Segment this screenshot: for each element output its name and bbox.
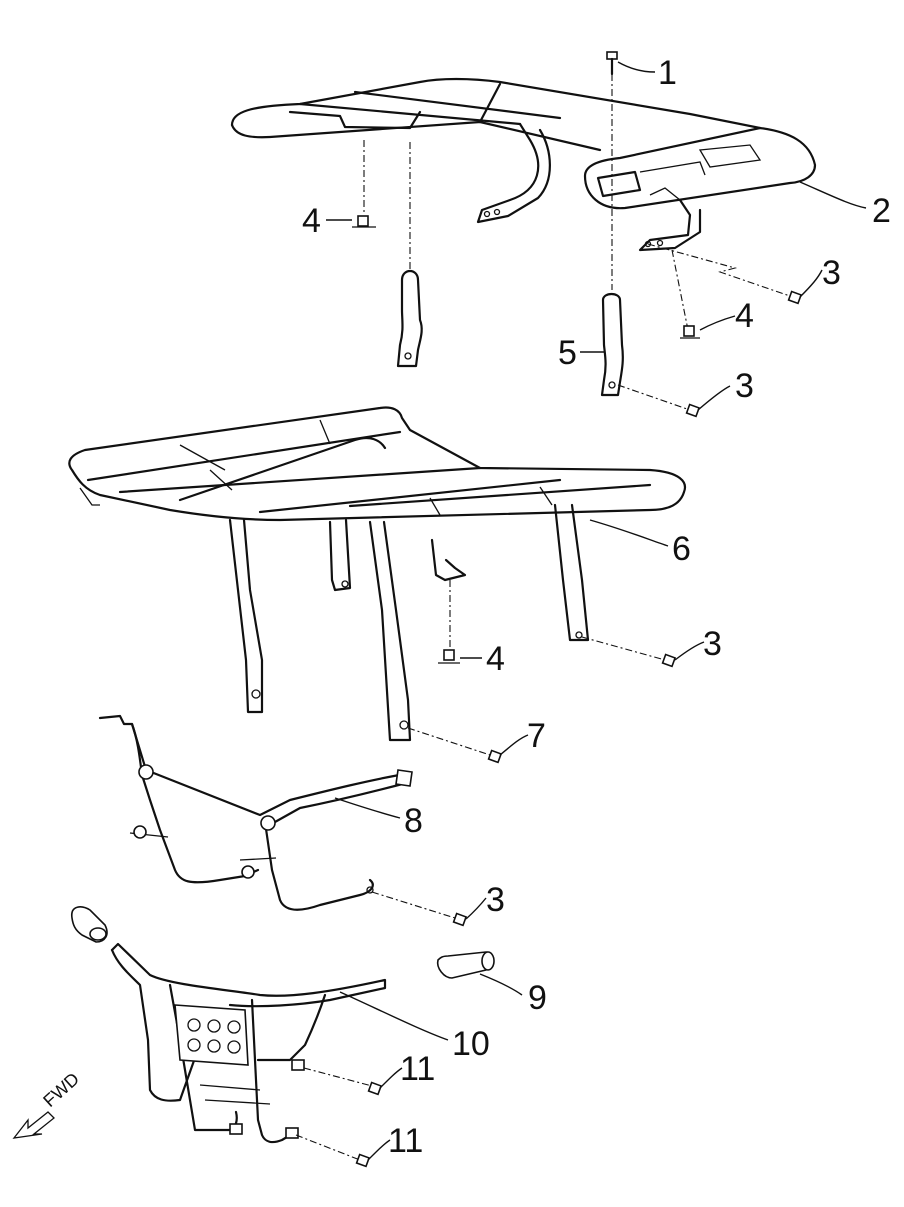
fastener-11-a — [367, 1081, 383, 1096]
callout-3-d: 3 — [486, 881, 505, 919]
main-rack — [68, 406, 687, 756]
fastener-3-b — [685, 403, 701, 418]
fwd-label: FWD — [39, 1069, 83, 1111]
fastener-11-b — [355, 1153, 371, 1168]
forward-arrow-icon — [12, 1111, 55, 1139]
callout-1: 1 — [658, 54, 677, 92]
callout-4-b: 4 — [735, 297, 754, 335]
left-upper-bracket — [352, 140, 423, 368]
callout-4-c: 4 — [486, 640, 505, 678]
callout-2: 2 — [872, 192, 891, 230]
callout-3-a: 3 — [822, 254, 841, 292]
forward-direction-indicator: FWD — [12, 1069, 83, 1139]
callout-4-a: 4 — [302, 202, 321, 240]
callout-7: 7 — [527, 717, 546, 755]
callout-9: 9 — [528, 979, 547, 1017]
fastener-7 — [487, 749, 503, 764]
callout-3-c: 3 — [703, 625, 722, 663]
bolt-1 — [606, 51, 618, 290]
callout-10: 10 — [452, 1025, 490, 1063]
callout-5: 5 — [558, 334, 577, 372]
right-bracket-5 — [600, 249, 700, 411]
rear-upper-rack — [230, 77, 817, 297]
fastener-3-d — [452, 912, 468, 927]
fastener-3-c — [661, 653, 677, 668]
grip-left — [71, 906, 108, 943]
front-bumper-10 — [110, 942, 387, 1161]
callout-3-b: 3 — [735, 367, 754, 405]
callout-labels: 1 2 3 4 4 5 3 6 4 3 7 8 3 9 10 11 11 — [302, 54, 891, 1160]
grip-9 — [436, 951, 495, 979]
callout-6: 6 — [672, 530, 691, 568]
front-frame-8 — [98, 714, 456, 919]
callout-8: 8 — [404, 802, 423, 840]
callout-11-b: 11 — [388, 1122, 423, 1160]
callout-11-a: 11 — [400, 1050, 435, 1088]
leader-lines — [326, 61, 867, 1161]
fastener-3-a — [787, 290, 803, 305]
